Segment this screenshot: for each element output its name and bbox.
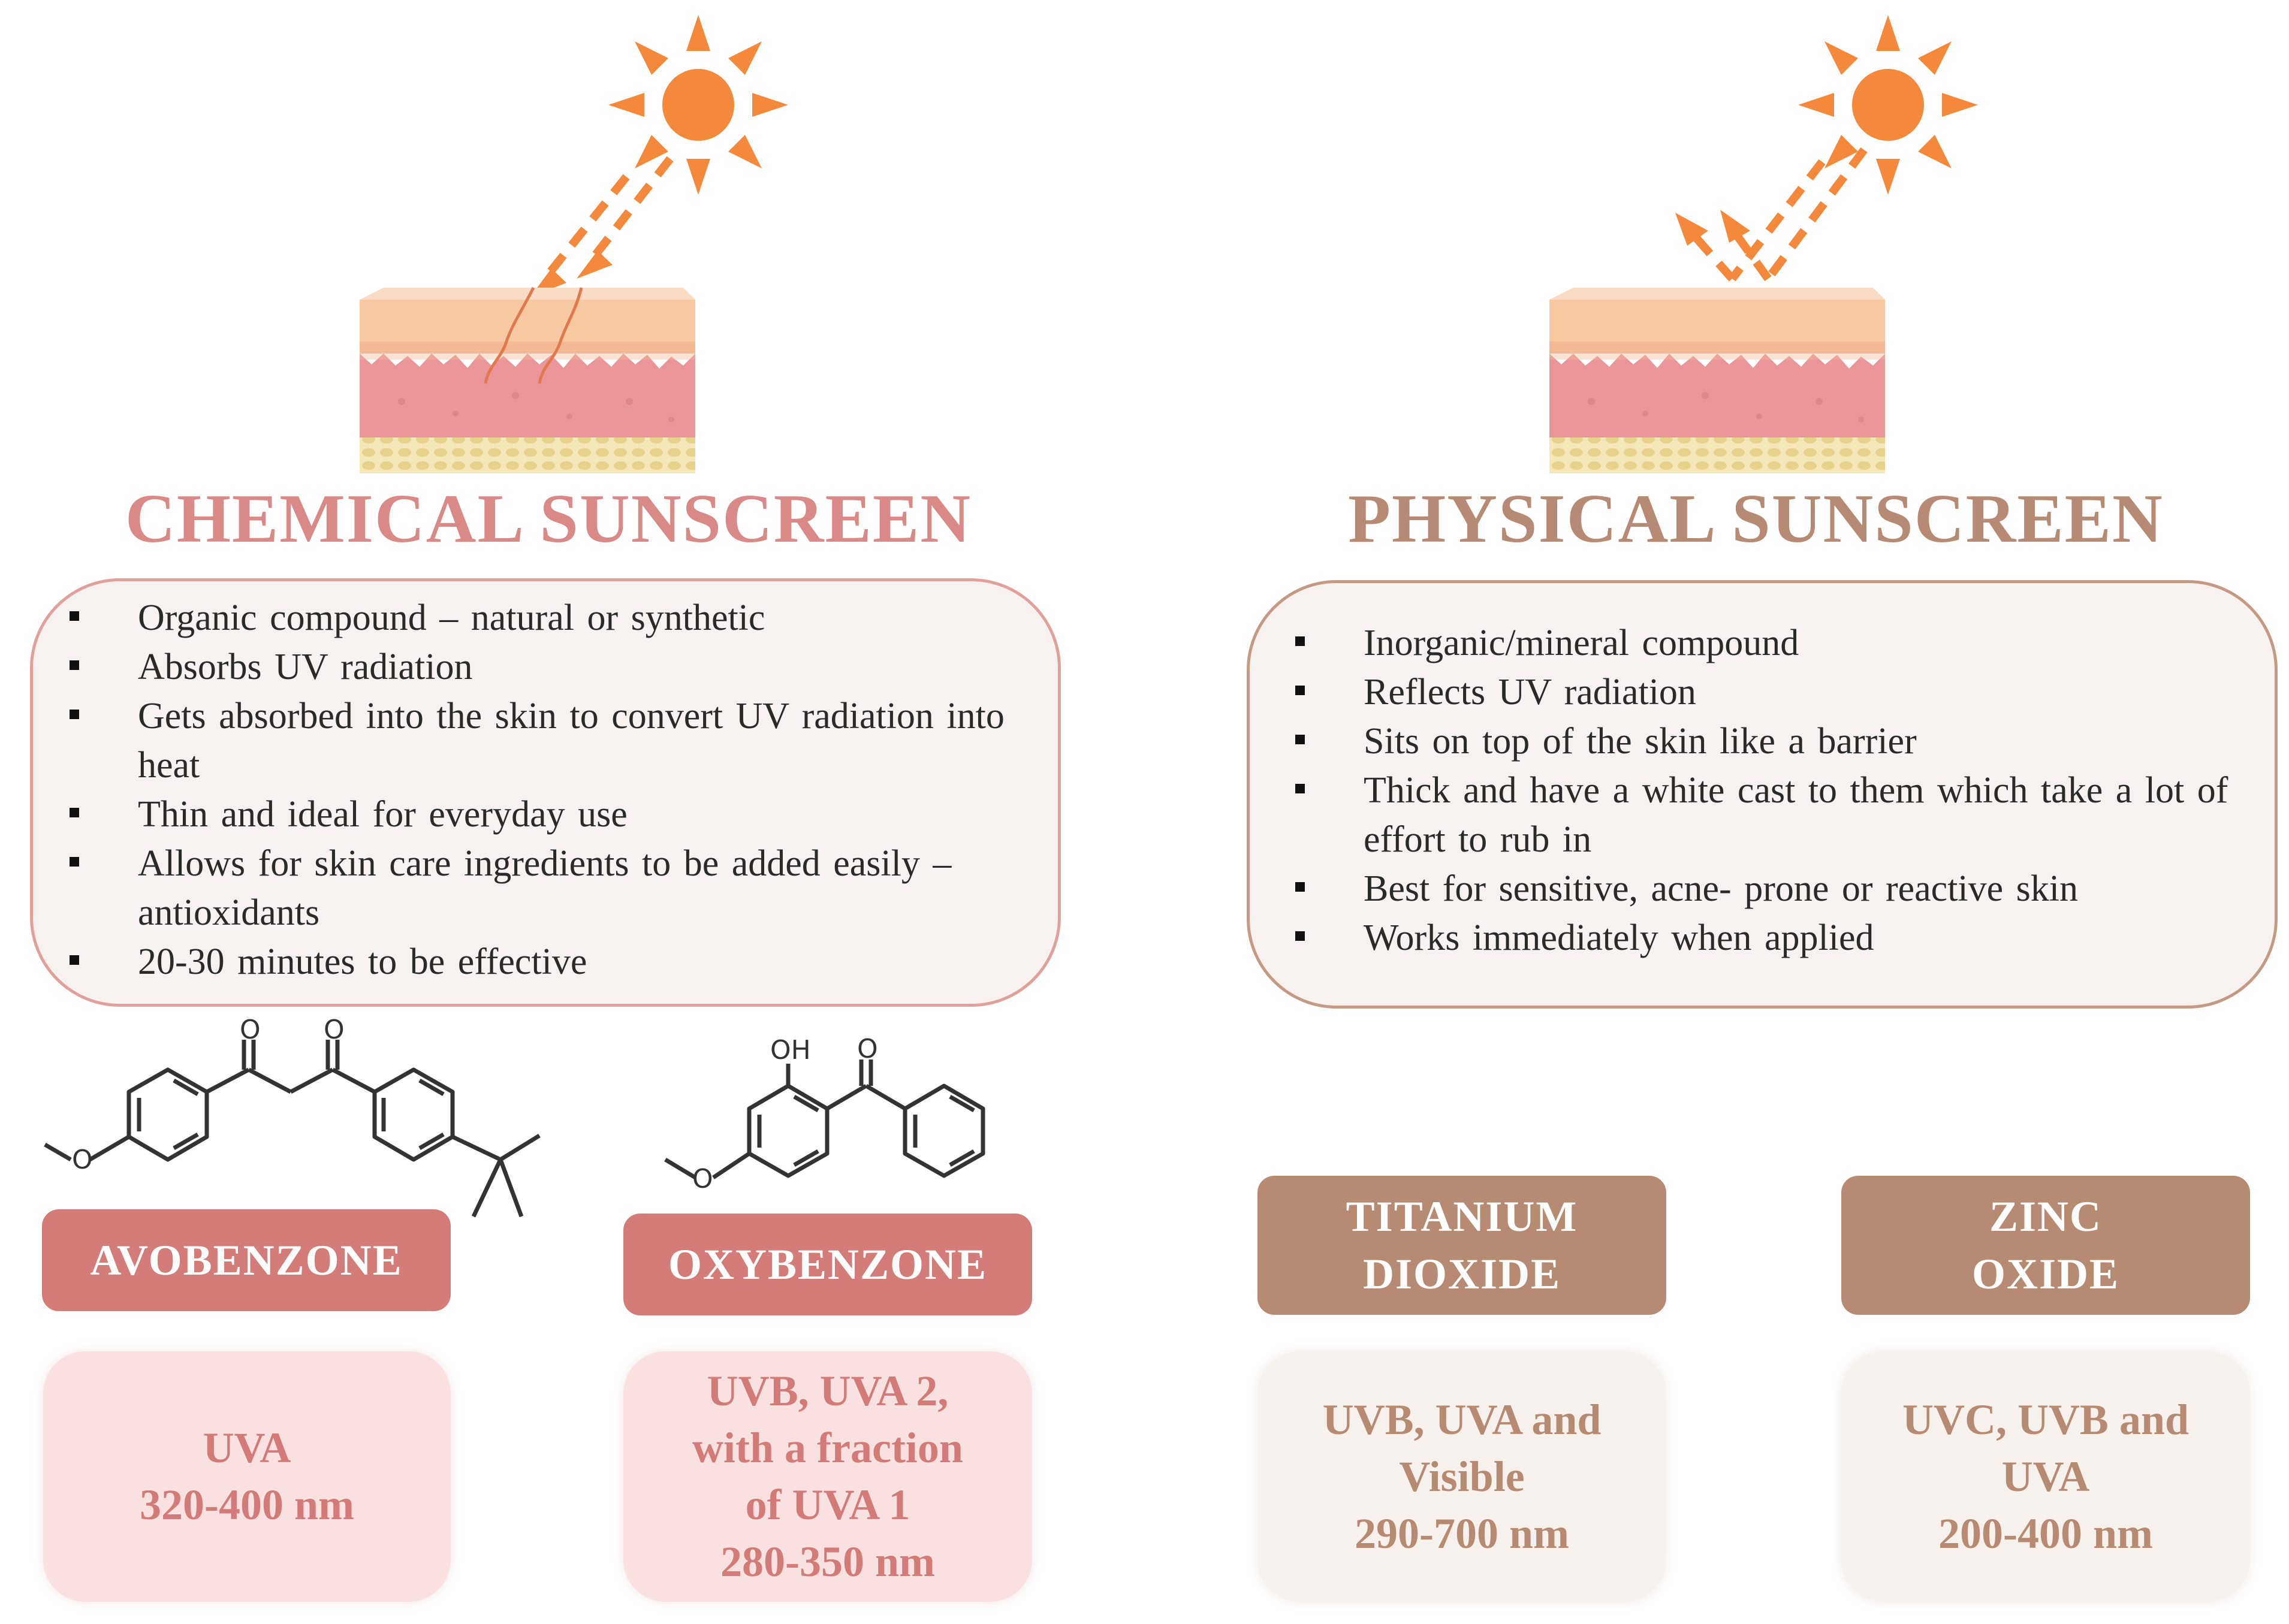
chemical-skin-icon <box>360 286 695 473</box>
pill-line: TITANIUM <box>1346 1193 1578 1240</box>
chemical-properties-list: Organic compound – natural or synthetic … <box>36 593 1019 986</box>
range-line: 200-400 nm <box>1938 1509 2153 1557</box>
o-label: O <box>857 1034 878 1064</box>
range-line: Visible <box>1399 1452 1525 1501</box>
pill-line: DIOXIDE <box>1362 1250 1561 1298</box>
range-line: 320-400 nm <box>140 1481 354 1529</box>
avobenzone-label: AVOBENZONE <box>42 1209 451 1311</box>
range-line: 280-350 nm <box>720 1538 935 1586</box>
physical-reflect-arrows <box>1675 147 1868 282</box>
physical-properties-list: Inorganic/mineral compound Reflects UV r… <box>1262 618 2257 962</box>
chemical-title: CHEMICAL SUNSCREEN <box>125 481 972 557</box>
avobenzone-range-card: UVA 320-400 nm <box>43 1351 451 1602</box>
list-item: Gets absorbed into the skin to convert U… <box>36 692 1019 790</box>
list-item: Inorganic/mineral compound <box>1262 618 2257 668</box>
list-item: Absorbs UV radiation <box>36 642 1019 692</box>
range-line: UVB, UVA 2, <box>707 1367 949 1415</box>
range-line: UVB, UVA and <box>1322 1395 1602 1444</box>
physical-title: PHYSICAL SUNSCREEN <box>1348 481 2164 557</box>
list-item: Thin and ideal for everyday use <box>36 790 1019 839</box>
zinc-oxide-label: ZINC OXIDE <box>1841 1176 2250 1315</box>
list-item: 20-30 minutes to be effective <box>36 937 1019 986</box>
range-line: UVA <box>2001 1452 2090 1501</box>
range-line: with a fraction <box>692 1424 963 1472</box>
list-item: Organic compound – natural or synthetic <box>36 593 1019 642</box>
zinc-oxide-range-card: UVC, UVB and UVA 200-400 nm <box>1841 1351 2250 1602</box>
range-line: 290-700 nm <box>1355 1509 1569 1557</box>
oh-label: OH <box>770 1035 811 1065</box>
list-item: Reflects UV radiation <box>1262 668 2257 717</box>
chemical-properties-box <box>30 578 1061 1007</box>
oxybenzone-range-card: UVB, UVA 2, with a fraction of UVA 1 280… <box>623 1351 1032 1602</box>
oxybenzone-label: OXYBENZONE <box>623 1214 1032 1315</box>
physical-properties-box <box>1247 580 2278 1009</box>
range-line: of UVA 1 <box>745 1481 910 1529</box>
range-line: UVC, UVB and <box>1902 1395 2190 1444</box>
svg-text:O: O <box>692 1164 713 1194</box>
range-line: UVA <box>203 1424 291 1472</box>
titanium-dioxide-range-card: UVB, UVA and Visible 290-700 nm <box>1257 1351 1666 1602</box>
pill-line: ZINC <box>1989 1193 2103 1240</box>
list-item: Works immediately when applied <box>1262 913 2257 962</box>
list-item: Thick and have a white cast to them whic… <box>1262 766 2257 864</box>
svg-text:O: O <box>72 1145 93 1175</box>
list-item: Allows for skin care ingredients to be a… <box>36 839 1019 937</box>
svg-text:O: O <box>324 1015 345 1045</box>
list-item: Sits on top of the skin like a barrier <box>1262 717 2257 766</box>
list-item: Best for sensitive, acne- prone or react… <box>1262 864 2257 913</box>
titanium-dioxide-label: TITANIUM DIOXIDE <box>1257 1176 1666 1315</box>
svg-text:O: O <box>240 1015 261 1045</box>
pill-line: OXIDE <box>1971 1250 2120 1298</box>
